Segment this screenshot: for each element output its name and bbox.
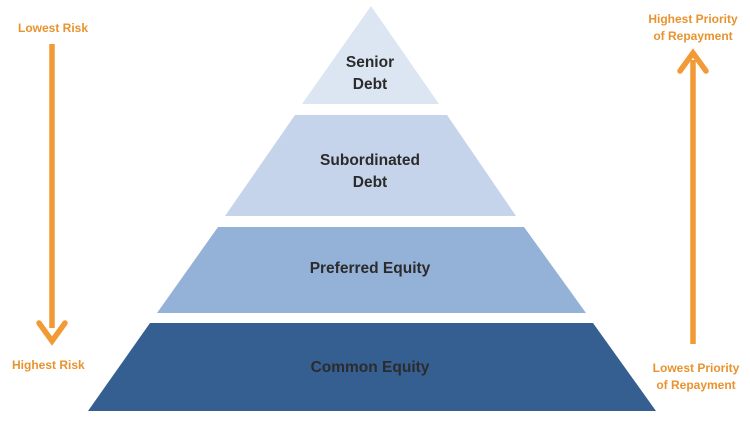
tier-label-line1: Preferred Equity [309,260,431,277]
tier-preferred-equity [157,227,586,313]
lowest-risk-label: Lowest Risk [18,21,89,35]
tier-label-senior-debt: Senior Debt [250,52,490,96]
tier-label-line1: Senior [345,54,395,71]
highest-priority-line2: of Repayment [653,29,733,43]
highest-risk-label: Highest Risk [12,358,85,372]
lowest-priority-line2: of Repayment [656,378,736,392]
tier-label-line2: Debt [352,76,388,93]
tier-label-line2: Debt [352,174,388,191]
tier-common-equity [88,323,656,411]
tier-label-preferred-equity: Preferred Equity [250,258,490,280]
lowest-priority-line1: Lowest Priority [652,361,740,375]
tier-label-common-equity: Common Equity [250,357,490,379]
tier-subordinated-debt [225,115,516,216]
priority-arrow-up [677,48,709,344]
highest-priority-label: Highest Priority of Repayment [640,11,746,45]
tier-label-line1: Subordinated [320,152,420,169]
highest-priority-line1: Highest Priority [648,12,738,26]
lowest-priority-label: Lowest Priority of Repayment [645,360,747,394]
tier-label-line1: Common Equity [310,359,430,376]
tier-label-subordinated-debt: Subordinated Debt [250,150,490,194]
risk-arrow-down [36,44,68,346]
tier-senior-debt [302,6,439,104]
